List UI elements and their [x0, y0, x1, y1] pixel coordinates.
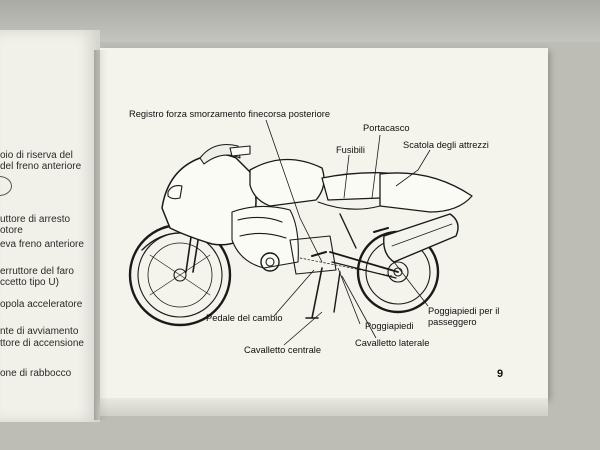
- label-cavalletto-centrale: Cavalletto centrale: [244, 345, 321, 355]
- label-poggiapiedi: Poggiapiedi: [365, 321, 414, 331]
- left-page-line: opola acceleratore: [0, 299, 83, 310]
- left-page-line: ttore di accensione: [0, 338, 84, 349]
- left-page-line: otore: [0, 225, 23, 236]
- label-registro-forza: Registro forza smorzamento finecorsa pos…: [129, 109, 330, 119]
- page-edge: [100, 398, 548, 416]
- leader-poggiapiedi: [337, 267, 361, 325]
- background-top: [0, 0, 600, 42]
- left-page-line: ccetto tipo U): [0, 277, 59, 288]
- leader-pedale: [273, 269, 315, 317]
- leader-cavalletto-laterale: [341, 275, 377, 339]
- left-page-line: uttore di arresto: [0, 214, 71, 225]
- left-page: oio di riserva del del freno anteriore u…: [0, 30, 100, 422]
- left-page-line: eva freno anteriore: [0, 239, 84, 250]
- book-gutter-shadow: [94, 50, 108, 420]
- label-pedale-cambio: Pedale del cambio: [206, 313, 283, 323]
- left-page-line: oio di riserva del: [0, 150, 73, 161]
- label-poggiapiedi-passeggero-line2: passeggero: [428, 317, 477, 327]
- leader-poggiapiedi-passeggero: [393, 261, 429, 307]
- left-page-line: one di rabbocco: [0, 368, 72, 379]
- label-scatola-attrezzi: Scatola degli attrezzi: [403, 140, 489, 150]
- left-page-line: nte di avviamento: [0, 326, 79, 337]
- label-fusibili: Fusibili: [336, 145, 365, 155]
- leader-cavalletto-centrale: [283, 311, 323, 346]
- label-poggiapiedi-passeggero-line1: Poggiapiedi per il: [428, 306, 500, 316]
- leader-portacasco: [371, 134, 381, 199]
- left-page-line: erruttore del faro: [0, 266, 74, 277]
- leader-registro: [265, 119, 323, 263]
- label-portacasco: Portacasco: [363, 123, 410, 133]
- leader-scatola: [395, 149, 431, 187]
- leader-fusibili: [343, 154, 350, 199]
- label-cavalletto-laterale: Cavalletto laterale: [355, 338, 430, 348]
- left-page-line: del freno anteriore: [0, 161, 82, 172]
- page-number: 9: [497, 368, 504, 380]
